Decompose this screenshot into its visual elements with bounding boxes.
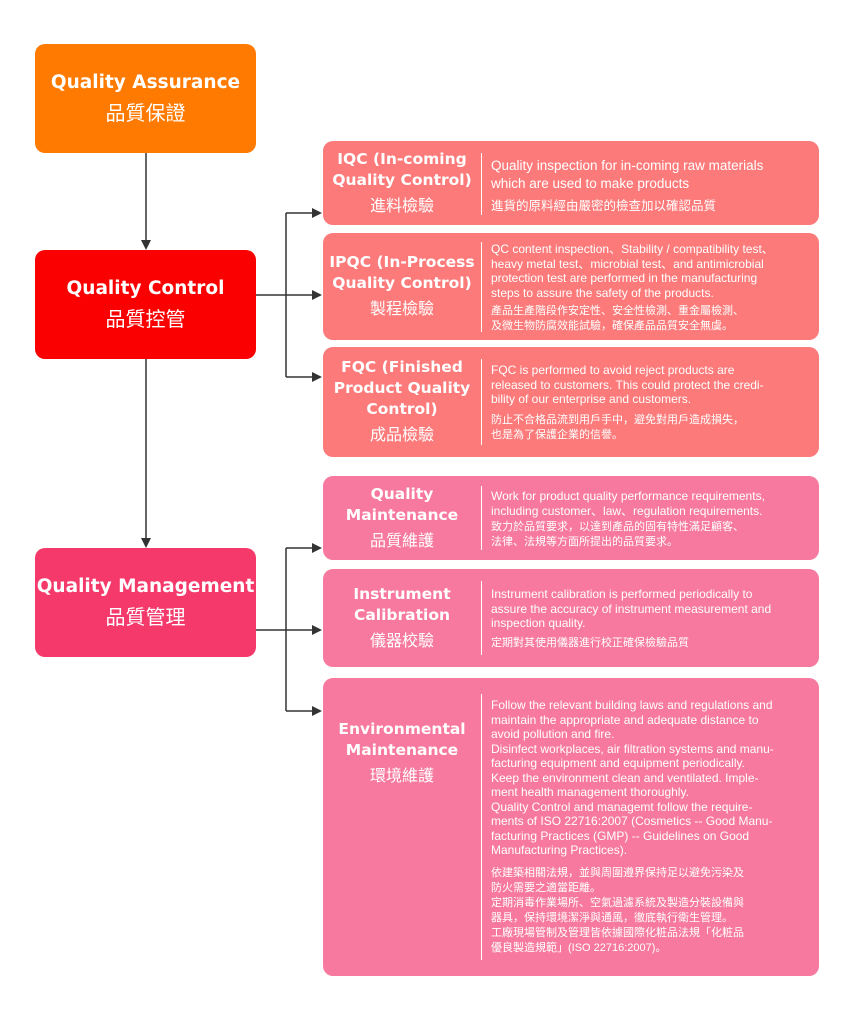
quality-maintenance-divider	[481, 486, 482, 550]
environmental-maintenance-desc-en: Follow the relevant building laws and re…	[491, 698, 774, 857]
ipqc-divider	[481, 242, 482, 332]
environmental-maintenance-title-zh: 環境維護	[369, 765, 434, 785]
quality-management-title-zh: 品質管理	[105, 604, 186, 629]
instrument-calibration-divider	[481, 581, 482, 655]
quality-maintenance-title-zh: 品質維護	[369, 530, 434, 550]
ipqc-title: IPQC (In-Process Quality Control)	[329, 253, 475, 292]
quality-management-title: Quality Management	[36, 575, 255, 597]
iqc-divider	[481, 153, 482, 215]
instrument-calibration-desc-en: Instrument calibration is performed peri…	[491, 587, 772, 630]
quality-maintenance-desc-zh: 致力於品質要求，以達到產品的固有特性滿足顧客、 法律、法規等方面所提出的品質要求…	[491, 521, 744, 548]
ipqc-description: QC content inspection、Stability / compat…	[491, 242, 811, 334]
iqc-desc-zh: 進貨的原料經由嚴密的檢查加以確認品質	[491, 199, 717, 213]
quality-management-box: Quality Management 品質管理	[35, 548, 256, 657]
quality-control-title: Quality Control	[66, 277, 225, 299]
iqc-label: IQC (In-coming Quality Control) 進料檢驗	[323, 141, 481, 225]
ipqc-desc-en: QC content inspection、Stability / compat…	[491, 242, 774, 300]
iqc-title: IQC (In-coming Quality Control)	[332, 149, 472, 189]
ipqc-title-zh: 製程檢驗	[369, 299, 434, 318]
iqc-box: IQC (In-coming Quality Control) 進料檢驗 Qua…	[323, 141, 819, 225]
quality-maintenance-label: Quality Maintenance 品質維護	[323, 476, 481, 560]
environmental-maintenance-description: Follow the relevant building laws and re…	[491, 698, 811, 956]
fqc-desc-zh: 防止不合格品流到用戶手中，避免對用戶造成損失， 也是為了保護企業的信譽。	[491, 413, 744, 441]
quality-maintenance-box: Quality Maintenance 品質維護 Work for produc…	[323, 476, 819, 560]
quality-maintenance-desc-en: Work for product quality performance req…	[491, 489, 765, 518]
ipqc-label: IPQC (In-Process Quality Control) 製程檢驗	[323, 233, 481, 340]
quality-control-box: Quality Control 品質控管	[35, 250, 256, 359]
environmental-maintenance-label: Environmental Maintenance 環境維護	[323, 678, 481, 828]
fqc-divider	[481, 359, 482, 445]
iqc-desc-en: Quality inspection for in-coming raw mat…	[491, 158, 764, 191]
fqc-label: FQC (Finished Product Quality Control) 成…	[323, 347, 481, 457]
iqc-title-zh: 進料檢驗	[369, 195, 434, 215]
fqc-description: FQC is performed to avoid reject product…	[491, 363, 811, 443]
iqc-description: Quality inspection for in-coming raw mat…	[491, 157, 811, 215]
environmental-maintenance-divider	[481, 694, 482, 960]
environmental-maintenance-box: Environmental Maintenance 環境維護 Follow th…	[323, 678, 819, 976]
quality-maintenance-title: Quality Maintenance	[345, 484, 459, 524]
fqc-title-zh: 成品檢驗	[369, 425, 434, 444]
fqc-box: FQC (Finished Product Quality Control) 成…	[323, 347, 819, 457]
quality-assurance-box: Quality Assurance 品質保證	[35, 44, 256, 153]
instrument-calibration-box: Instrument Calibration 儀器校驗 Instrument c…	[323, 569, 819, 667]
ipqc-box: IPQC (In-Process Quality Control) 製程檢驗 Q…	[323, 233, 819, 340]
environmental-maintenance-desc-zh: 依建築相關法規，並與周圍遵界保持足以避免污染及 防火需要之適當距離。 定期消毒作…	[491, 866, 744, 954]
fqc-title: FQC (Finished Product Quality Control)	[333, 358, 471, 418]
ipqc-desc-zh: 產品生產階段作安定性、安全性檢測、重金屬檢測、 及微生物防腐效能試驗，確保產品品…	[491, 305, 744, 332]
fqc-desc-en: FQC is performed to avoid reject product…	[491, 363, 764, 406]
instrument-calibration-desc-zh: 定期對其使用儀器進行校正確保檢驗品質	[491, 636, 689, 649]
instrument-calibration-description: Instrument calibration is performed peri…	[491, 587, 811, 651]
quality-assurance-title-zh: 品質保證	[105, 100, 186, 125]
instrument-calibration-title: Instrument Calibration	[353, 584, 451, 624]
quality-control-title-zh: 品質控管	[105, 306, 186, 331]
instrument-calibration-title-zh: 儀器校驗	[369, 630, 434, 650]
quality-maintenance-description: Work for product quality performance req…	[491, 489, 811, 550]
environmental-maintenance-title: Environmental Maintenance	[338, 719, 466, 759]
instrument-calibration-label: Instrument Calibration 儀器校驗	[323, 569, 481, 667]
quality-assurance-title: Quality Assurance	[50, 71, 241, 93]
